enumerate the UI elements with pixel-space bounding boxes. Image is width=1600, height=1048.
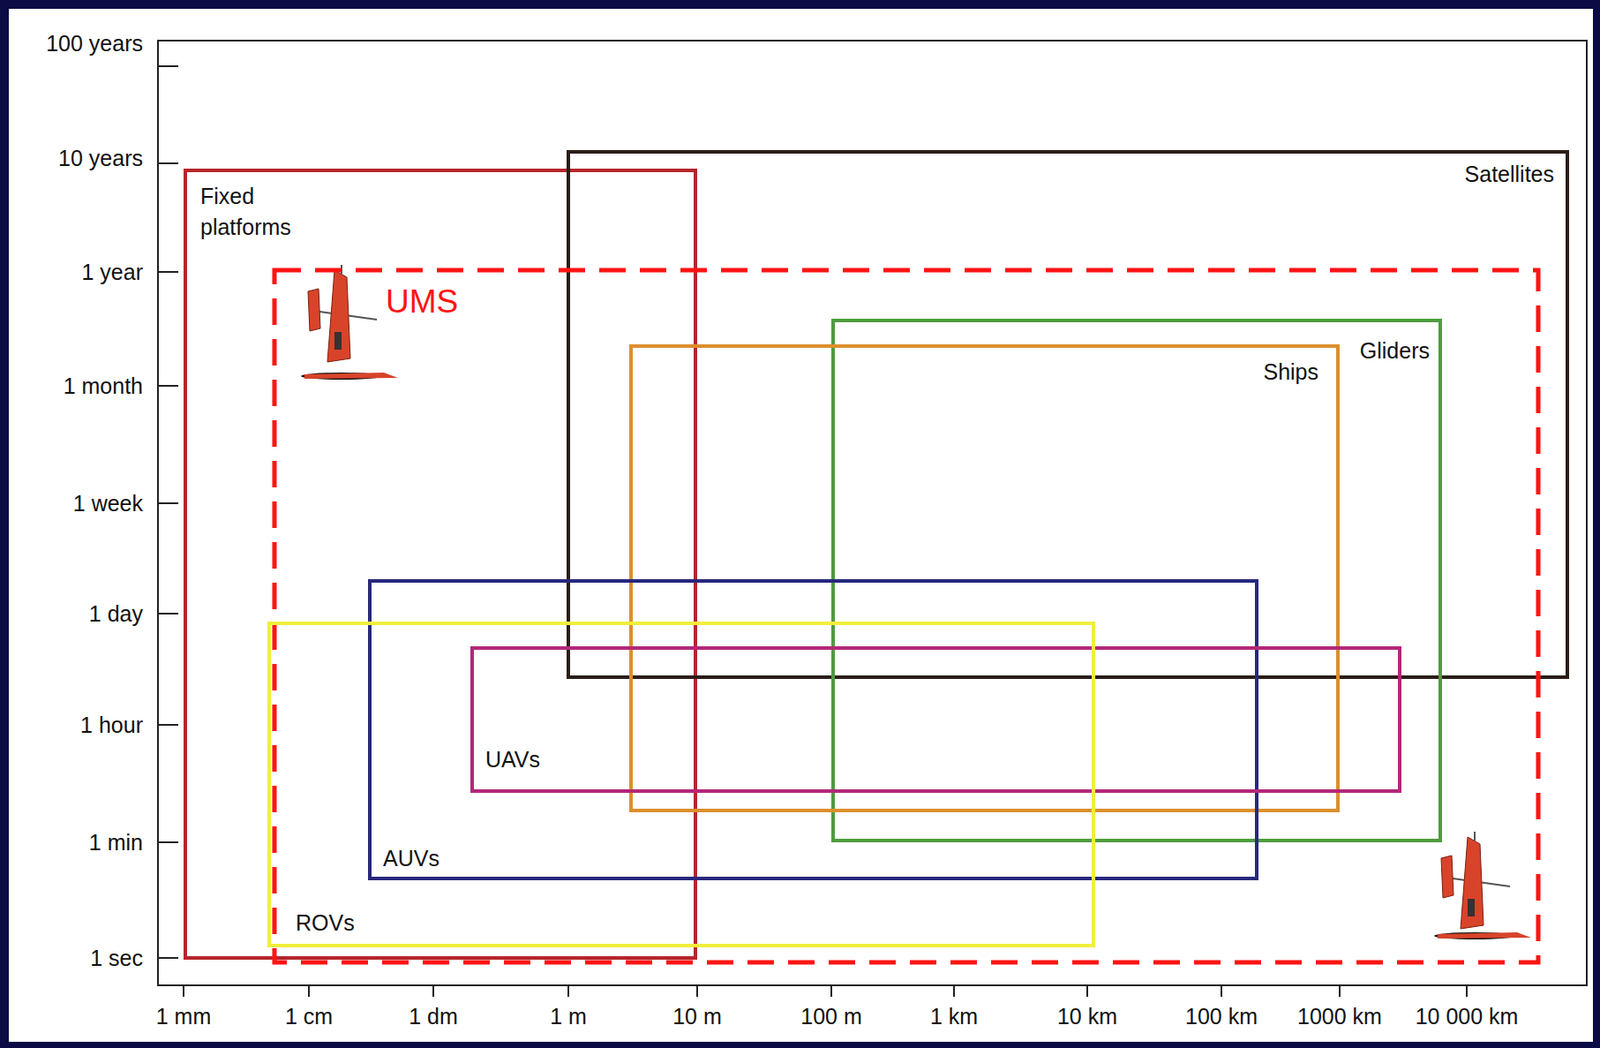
length-axis-label: 1 cm — [285, 1002, 333, 1030]
length-axis-label: 1000 km — [1297, 1002, 1383, 1030]
background-panel — [8, 8, 1593, 1042]
time-axis-label: 1 min — [89, 828, 143, 856]
range-box: ROVs — [267, 621, 1096, 947]
range-box: Satellites — [566, 150, 1570, 679]
range-box: UAVs — [470, 646, 1402, 793]
saildrone-icon — [1434, 831, 1532, 939]
length-axis-label: 10 km — [1057, 1002, 1118, 1030]
dashed-outline — [271, 267, 1541, 965]
range-label: Ships — [1262, 358, 1319, 385]
length-axis-label: 1 mm — [156, 1002, 212, 1030]
range-label: Fixed platforms — [200, 180, 324, 243]
saildrone-icon — [300, 264, 399, 380]
time-axis-label: 1 day — [89, 600, 143, 627]
time-axis-label: 1 sec — [90, 944, 143, 971]
range-label: ROVs — [295, 908, 355, 936]
range-box: Ships — [629, 344, 1340, 812]
range-label: Satellites — [1464, 160, 1555, 188]
length-axis-label: 1 m — [549, 1002, 587, 1030]
time-axis-label: 10 years — [58, 144, 143, 172]
range-label: AUVs — [383, 844, 440, 872]
length-axis-label: 1 km — [930, 1002, 978, 1030]
range-label: UAVs — [485, 745, 541, 773]
length-axis-label: 100 m — [800, 1002, 862, 1030]
length-axis-label: 1 dm — [408, 1002, 459, 1030]
time-axis-label: 1 hour — [80, 711, 143, 738]
dashed-range-box: UMS GlidersShipsAUVs UAVs — [271, 267, 1541, 965]
time-axis-label: 1 month — [63, 372, 143, 399]
length-axis-label: 10 m — [672, 1002, 722, 1030]
range-label: Gliders — [1359, 337, 1430, 364]
length-axis-label: 10 000 km — [1415, 1002, 1519, 1030]
length-axis-label: 100 km — [1185, 1002, 1258, 1030]
range-label: UMS — [385, 283, 459, 321]
time-axis-label: 1 week — [73, 489, 143, 517]
time-axis-label: 100 years — [45, 30, 143, 57]
time-axis-label: 1 year — [82, 258, 143, 286]
